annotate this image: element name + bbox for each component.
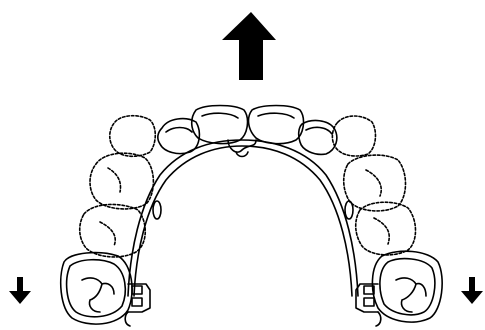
first-molar-left — [61, 253, 132, 324]
incisors — [192, 106, 304, 144]
dashed-teeth-left — [80, 116, 156, 257]
first-molar-right — [372, 251, 442, 322]
wire-appliance — [128, 140, 358, 296]
dashed-teeth-right — [332, 116, 415, 255]
down-arrow-right-icon — [461, 277, 483, 304]
up-arrow-icon — [222, 12, 276, 80]
down-arrow-left-icon — [9, 277, 31, 304]
